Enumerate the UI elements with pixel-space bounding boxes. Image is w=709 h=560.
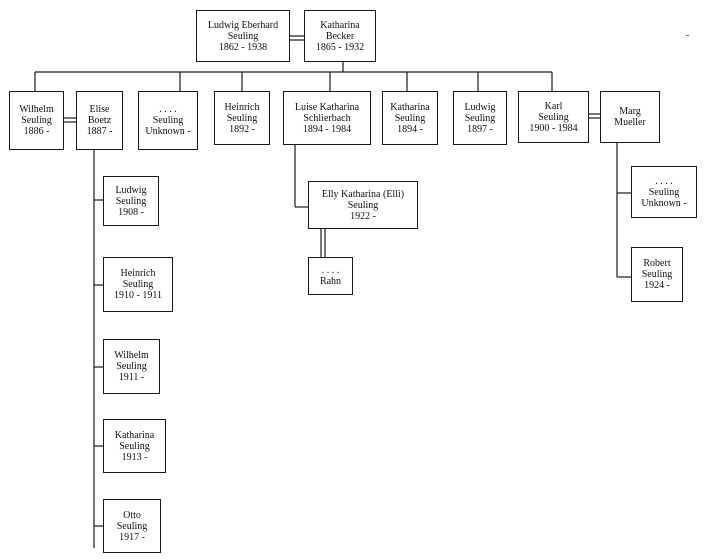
person-otto-seuling-1917[interactable]: Otto Seuling 1917 - — [103, 499, 161, 553]
person-label: Wilhelm Seuling 1886 - — [19, 104, 54, 137]
person-label: Katharina Seuling 1894 - — [390, 101, 430, 135]
person-wilhelm-seuling-1911[interactable]: Wilhelm Seuling 1911 - — [103, 339, 160, 394]
person-label: . . . . Rahn — [319, 265, 342, 287]
person-label: Wilhelm Seuling 1911 - — [114, 350, 149, 383]
person-label: Otto Seuling 1917 - — [116, 509, 148, 543]
person-heinrich-seuling-1892[interactable]: Heinrich Seuling 1892 - — [214, 91, 270, 145]
person-robert-seuling-1924[interactable]: Robert Seuling 1924 - — [631, 247, 683, 302]
person-ludwig-seuling-1897[interactable]: Ludwig Seuling 1897 - — [453, 91, 507, 145]
person-label: Robert Seuling 1924 - — [641, 258, 673, 291]
person-seuling-unknown-2[interactable]: . . . . Seuling Unknown - — [631, 166, 697, 218]
person-label: Heinrich Seuling 1910 - 1911 — [114, 268, 162, 301]
person-label: Katharina Becker 1865 - 1932 — [315, 19, 365, 53]
person-label: Ludwig Seuling 1908 - — [115, 184, 147, 218]
person-katharina-becker[interactable]: Katharina Becker 1865 - 1932 — [304, 10, 376, 62]
person-katharina-seuling-1913[interactable]: Katharina Seuling 1913 - — [103, 419, 166, 473]
person-label: Marg Mueller — [614, 106, 646, 128]
person-label: Elise Boetz 1887 - — [86, 104, 113, 137]
person-label: Elly Katharina (Elli) Seuling 1922 - — [321, 188, 405, 222]
person-marg-mueller[interactable]: Marg Mueller — [600, 91, 660, 143]
person-karl-seuling-1900[interactable]: Karl Seuling 1900 - 1984 — [518, 91, 589, 143]
margin-mark: - — [686, 30, 690, 41]
person-elise-boetz[interactable]: Elise Boetz 1887 - — [76, 91, 123, 150]
person-label: Katharina Seuling 1913 - — [114, 429, 155, 463]
person-ludwig-eberhard-seuling[interactable]: Ludwig Eberhard Seuling 1862 - 1938 — [196, 10, 290, 62]
person-label: Luise Katharina Schlierbach 1894 - 1984 — [294, 101, 360, 135]
person-rahn[interactable]: . . . . Rahn — [308, 257, 353, 295]
person-label: . . . . Seuling Unknown - — [641, 175, 687, 209]
person-seuling-unknown[interactable]: . . . . Seuling Unknown - — [138, 91, 198, 150]
person-elly-katharina-seuling[interactable]: Elly Katharina (Elli) Seuling 1922 - — [308, 181, 418, 229]
person-label: Karl Seuling 1900 - 1984 — [529, 100, 578, 134]
person-label: Ludwig Eberhard Seuling 1862 - 1938 — [207, 19, 279, 53]
person-ludwig-seuling-1908[interactable]: Ludwig Seuling 1908 - — [103, 176, 159, 226]
person-label: Ludwig Seuling 1897 - — [464, 101, 496, 135]
person-luise-katharina-schlierbach[interactable]: Luise Katharina Schlierbach 1894 - 1984 — [283, 91, 371, 145]
person-label: Heinrich Seuling 1892 - — [224, 101, 260, 135]
person-label: . . . . Seuling Unknown - — [145, 104, 191, 137]
person-katharina-seuling-1894[interactable]: Katharina Seuling 1894 - — [382, 91, 438, 145]
person-wilhelm-seuling-1886[interactable]: Wilhelm Seuling 1886 - — [9, 91, 64, 150]
person-heinrich-seuling-1910[interactable]: Heinrich Seuling 1910 - 1911 — [103, 257, 173, 312]
